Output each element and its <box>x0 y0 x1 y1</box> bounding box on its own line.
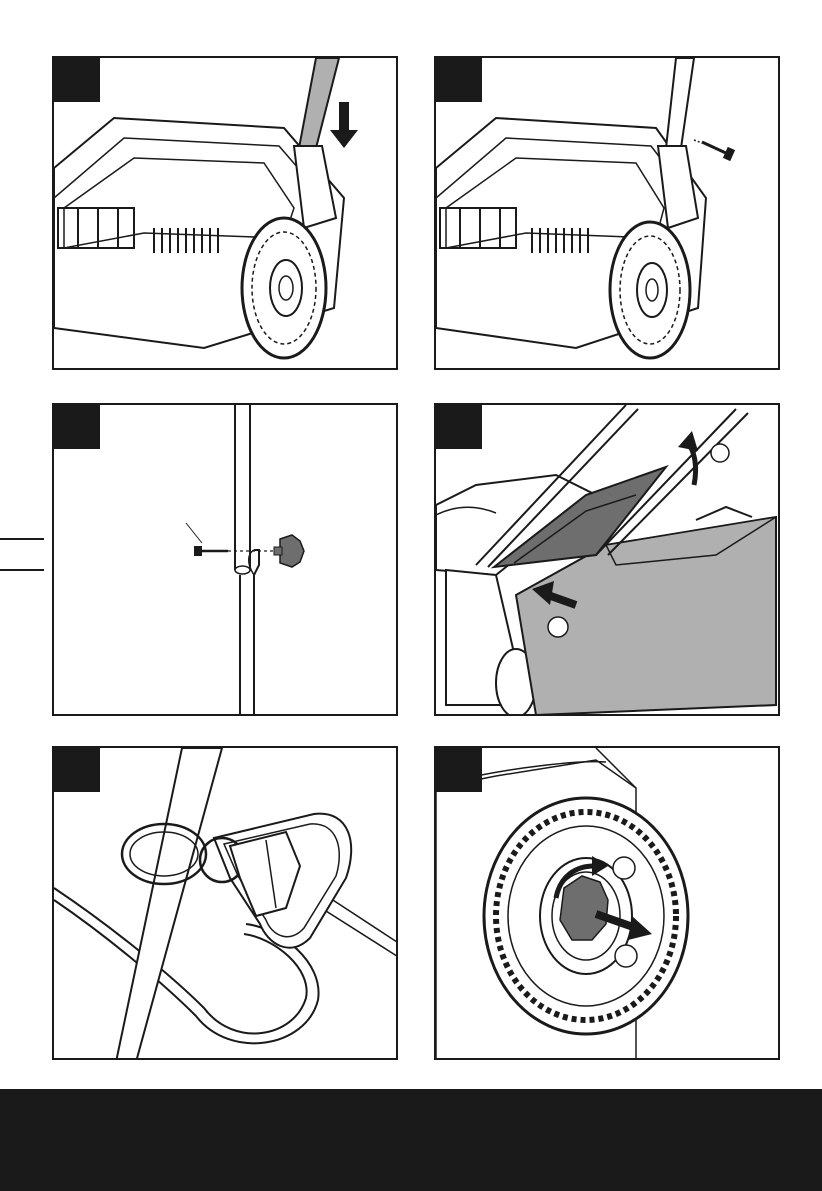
step-panel-2 <box>434 56 780 370</box>
knob-icon <box>274 535 304 567</box>
grass-box-attach-illustration <box>436 405 780 716</box>
margin-mark-bottom <box>0 569 44 571</box>
marker-a <box>711 444 729 462</box>
down-arrow-icon <box>330 102 358 148</box>
step-number-tab <box>436 58 482 102</box>
step-panel-6 <box>434 746 780 1060</box>
handle-insert-illustration <box>54 58 398 370</box>
step-number-tab <box>54 58 100 102</box>
step-panel-3 <box>52 403 398 716</box>
marker-b <box>548 617 568 637</box>
cable-clip-illustration <box>54 748 398 1060</box>
bolt-icon <box>694 140 735 161</box>
bolt-insert-illustration <box>436 58 780 370</box>
marker-b <box>615 945 637 967</box>
step-number-tab <box>54 748 100 792</box>
step-number-tab <box>436 748 482 792</box>
wheel-height-adjust-illustration <box>436 748 780 1060</box>
step-number-tab <box>54 405 100 449</box>
bolt-knob-detail-illustration <box>54 405 398 716</box>
step-panel-1 <box>52 56 398 370</box>
step-panel-5 <box>52 746 398 1060</box>
step-panel-4 <box>434 403 780 716</box>
marker-a <box>613 857 635 879</box>
step-number-tab <box>436 405 482 449</box>
margin-mark-top <box>0 538 44 540</box>
footer-band <box>0 1089 822 1191</box>
